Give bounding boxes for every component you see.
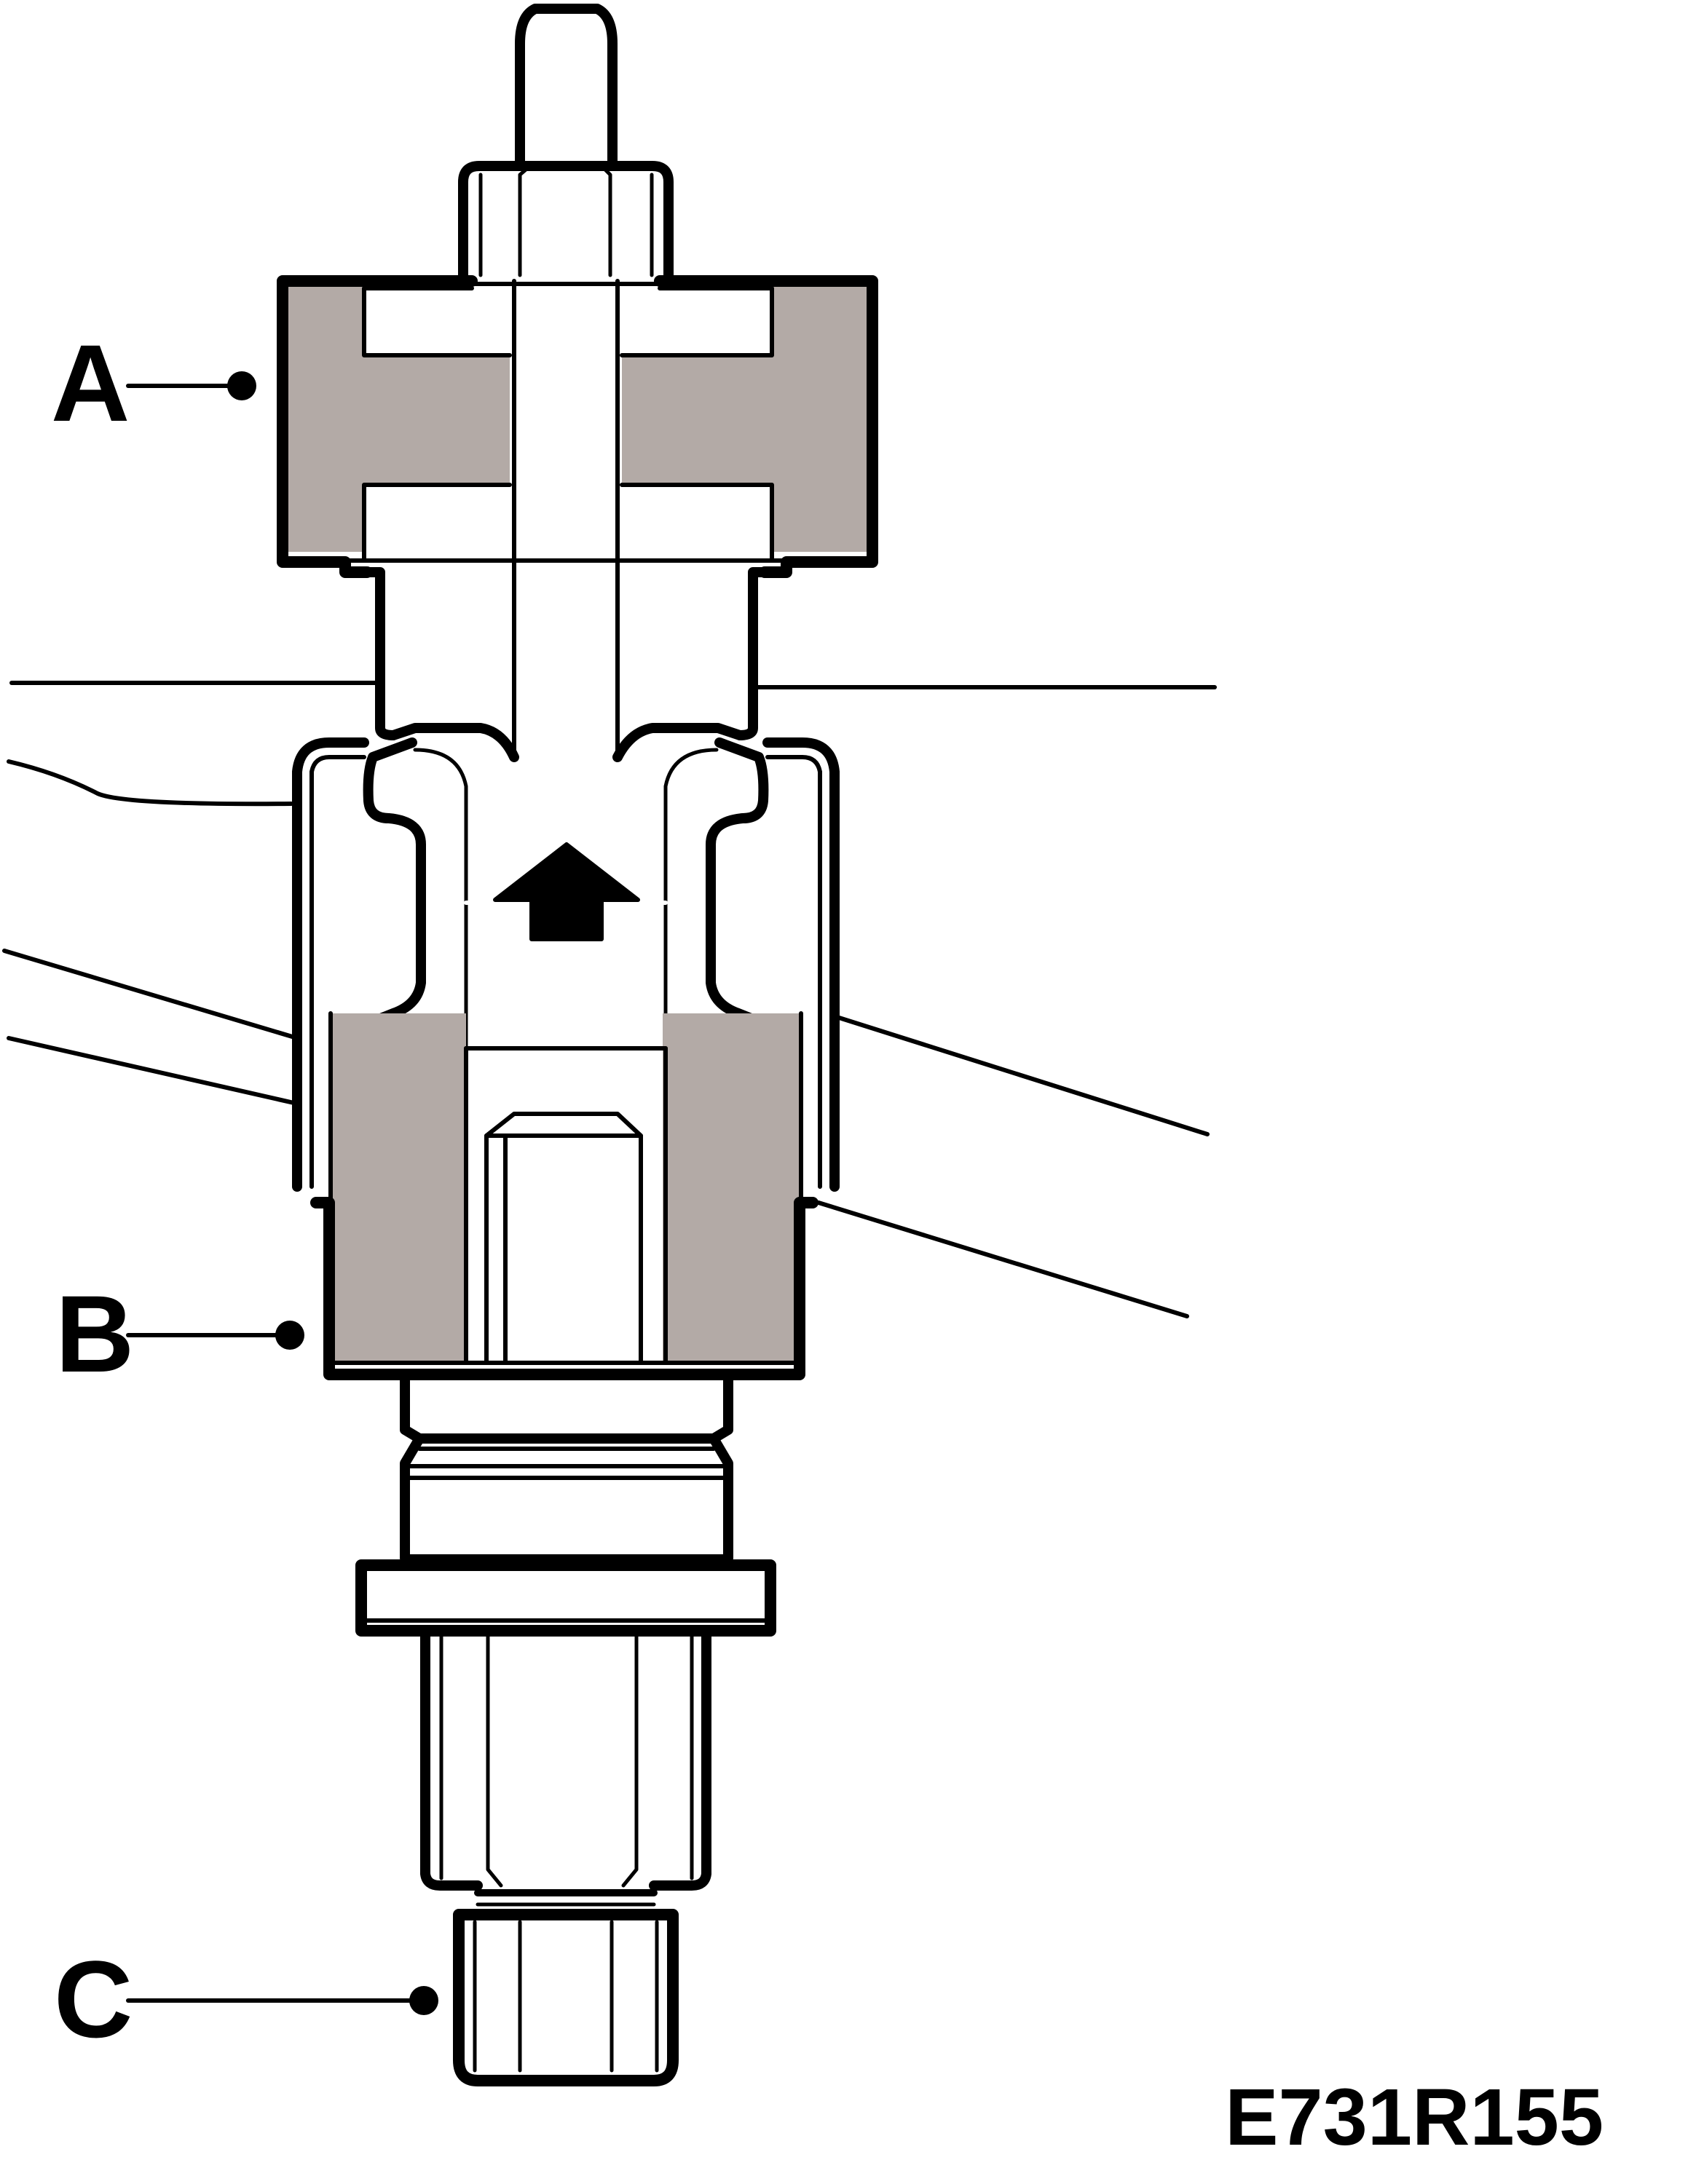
housing-left xyxy=(292,737,369,1192)
lower-collar-flare xyxy=(400,1433,733,1563)
lower-hex-nut xyxy=(420,1626,711,1891)
spindle-collar-right xyxy=(612,723,745,762)
part-b-block xyxy=(310,1011,819,1380)
spindle-upper xyxy=(512,279,620,759)
lower-collar-lines xyxy=(403,1447,730,1480)
leader-c-dot xyxy=(409,1986,438,2015)
bearing-left xyxy=(363,737,426,1024)
bearing-inner-left xyxy=(413,748,468,1051)
plate-a-left-leg xyxy=(340,567,398,740)
top-hex-nut xyxy=(458,161,674,280)
rod-tip xyxy=(515,4,618,171)
callout-leaders xyxy=(126,384,425,2003)
housing-right xyxy=(762,737,840,1192)
background-outlines xyxy=(2,681,1217,1318)
housing-inner-left xyxy=(309,755,366,1189)
top-hex-nut-facets xyxy=(478,164,654,277)
part-c-nut-facets xyxy=(473,1920,659,2073)
callout-c-label: C xyxy=(54,1938,133,2060)
callout-a-label: A xyxy=(51,322,130,444)
lower-hex-nut-facets xyxy=(439,1629,694,1888)
lower-collar xyxy=(400,1369,733,1444)
callout-b-label: B xyxy=(55,1273,134,1395)
leader-a-dot xyxy=(227,371,256,400)
leader-b-dot xyxy=(275,1321,304,1350)
bearing-right xyxy=(706,737,769,1024)
bearing-inner-right xyxy=(663,748,719,1051)
part-c-nut xyxy=(453,1909,679,2086)
housing-inner-right xyxy=(765,755,822,1189)
socket-top xyxy=(484,1112,643,1138)
part-a-plate xyxy=(277,275,878,578)
figure-reference: E731R155 xyxy=(1225,2073,1604,2162)
flange-washer xyxy=(355,1559,776,1637)
up-arrow xyxy=(493,842,640,941)
socket-body xyxy=(484,1133,643,1365)
spindle-collar-left xyxy=(388,723,519,762)
plate-a-right-leg xyxy=(735,567,792,740)
